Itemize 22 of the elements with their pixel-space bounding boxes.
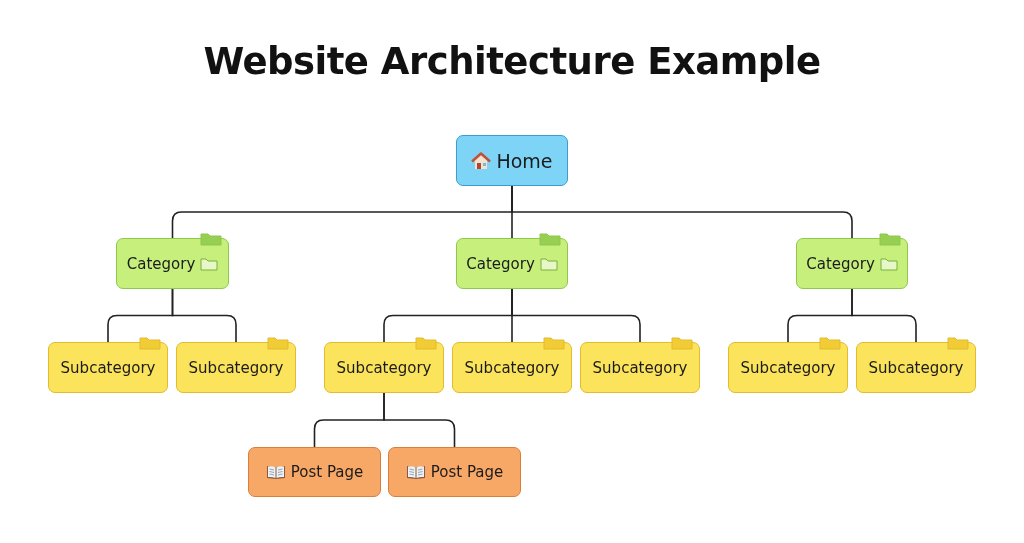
page-box [456,135,568,186]
node-label: Subcategory [464,358,560,377]
node-label: Post Page [290,463,364,481]
node-label: Subcategory [740,358,836,377]
connector-line [851,288,917,343]
node-label: Post Page [430,463,504,481]
node-label: Category [806,254,875,273]
connector-line [383,392,456,448]
node-label: Subcategory [60,358,156,377]
diagram-title: Website Architecture Example [203,40,821,83]
node-label: Subcategory [592,358,688,377]
node-label: Subcategory [336,358,432,377]
page-box [248,447,381,497]
connector-line [511,185,853,239]
node-label: Home [496,149,553,172]
page-box [388,447,521,497]
node-label: Category [466,254,535,273]
node-label: Subcategory [868,358,964,377]
connector-line [171,288,237,343]
node-label: Category [126,254,196,273]
connector-line [511,288,641,343]
node-label: Subcategory [188,358,284,377]
